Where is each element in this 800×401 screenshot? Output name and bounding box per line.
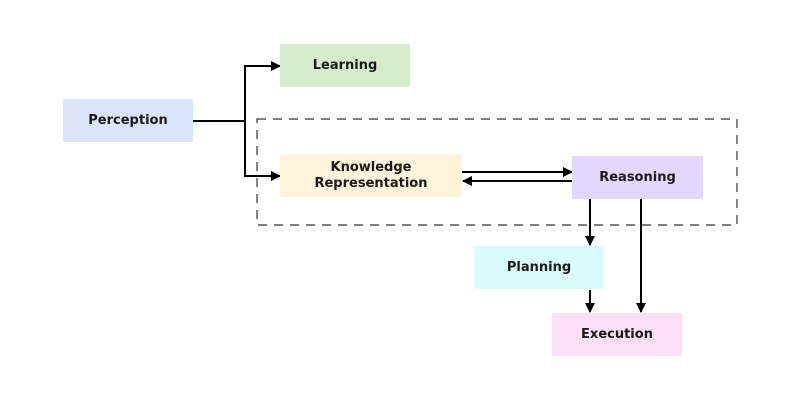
node-learning-label: Learning xyxy=(312,57,378,73)
node-knowledge-label-line1: Knowledge xyxy=(330,159,412,175)
edge-perception-learning xyxy=(244,61,281,121)
node-reasoning-label: Reasoning xyxy=(599,169,676,185)
node-perception-label: Perception xyxy=(88,112,168,128)
node-planning[interactable]: Planning xyxy=(474,246,604,289)
node-execution[interactable]: Execution xyxy=(552,313,682,356)
group-boundary xyxy=(256,118,738,226)
node-learning[interactable]: Learning xyxy=(280,44,410,87)
node-planning-label: Planning xyxy=(506,259,572,275)
node-execution-label: Execution xyxy=(581,326,653,342)
edge-perception-knowledge xyxy=(244,121,281,181)
node-perception[interactable]: Perception xyxy=(63,99,193,142)
node-reasoning[interactable]: Reasoning xyxy=(572,156,703,199)
node-knowledge-representation[interactable]: Knowledge Representation xyxy=(280,154,462,197)
node-knowledge-label-line2: Representation xyxy=(314,175,428,191)
